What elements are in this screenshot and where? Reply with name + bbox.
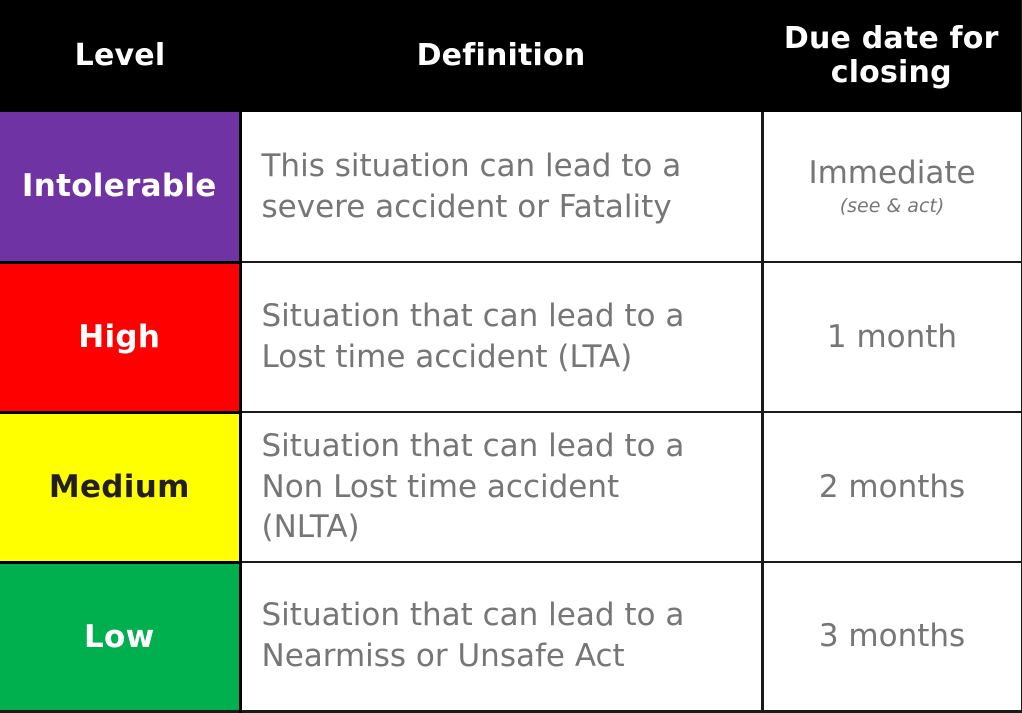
table-row: Medium Situation that can lead to a Non … — [0, 410, 1022, 562]
table-row: Low Situation that can lead to a Nearmis… — [0, 560, 1022, 711]
definition-cell: Situation that can lead to a Lost time a… — [240, 261, 764, 412]
table-header: Level Definition Due date for closing — [0, 0, 1022, 112]
level-label: Low — [83, 618, 155, 655]
due-date-value: 1 month — [826, 318, 958, 355]
definition-cell: This situation can lead to a severe acci… — [240, 112, 764, 262]
definition-line: Lost time accident (LTA) — [261, 339, 633, 375]
column-header-due-date-line2: closing — [830, 55, 952, 90]
definition-line: severe accident or Fatality — [261, 188, 672, 225]
due-date-value: 2 months — [818, 468, 966, 505]
level-swatch-low: Low — [0, 560, 242, 711]
due-date-cell: 1 month — [762, 261, 1022, 412]
due-date-cell: Immediate (see & act) — [762, 112, 1022, 262]
column-header-due-date: Due date for closing — [762, 0, 1022, 112]
definition-line: (NLTA) — [261, 509, 360, 546]
level-swatch-intolerable: Intolerable — [0, 112, 242, 262]
due-date-value: 3 months — [818, 617, 966, 654]
column-header-definition: Definition — [240, 0, 762, 112]
table-row: High Situation that can lead to a Lost t… — [0, 260, 1022, 412]
definition-line: This situation can lead to a — [261, 147, 682, 184]
definition-cell: Situation that can lead to a Nearmiss or… — [240, 561, 764, 711]
definition-cell: Situation that can lead to a Non Lost ti… — [240, 411, 764, 562]
due-date-note: (see & act) — [839, 195, 945, 218]
due-date-cell: 2 months — [762, 411, 1022, 562]
definition-line: Situation that can lead to a — [261, 427, 685, 464]
definition-line: Situation that can lead to a — [261, 597, 685, 634]
level-swatch-medium: Medium — [0, 410, 242, 562]
header-row: Level Definition Due date for closing — [0, 0, 1022, 112]
table-row: Intolerable This situation can lead to a… — [0, 112, 1022, 262]
due-date-value: Immediate — [808, 155, 976, 192]
level-label: Intolerable — [21, 168, 217, 205]
level-label: Medium — [48, 469, 190, 505]
column-header-due-date-line1: Due date for — [783, 21, 999, 57]
table-body: Intolerable This situation can lead to a… — [0, 112, 1022, 711]
column-header-level: Level — [0, 0, 240, 112]
definition-line: Non Lost time accident — [261, 468, 620, 505]
definition-line: Nearmiss or Unsafe Act — [261, 638, 625, 675]
level-swatch-high: High — [0, 260, 242, 412]
definition-line: Situation that can lead to a — [261, 298, 685, 335]
level-label: High — [78, 319, 161, 355]
due-date-cell: 3 months — [762, 561, 1022, 711]
